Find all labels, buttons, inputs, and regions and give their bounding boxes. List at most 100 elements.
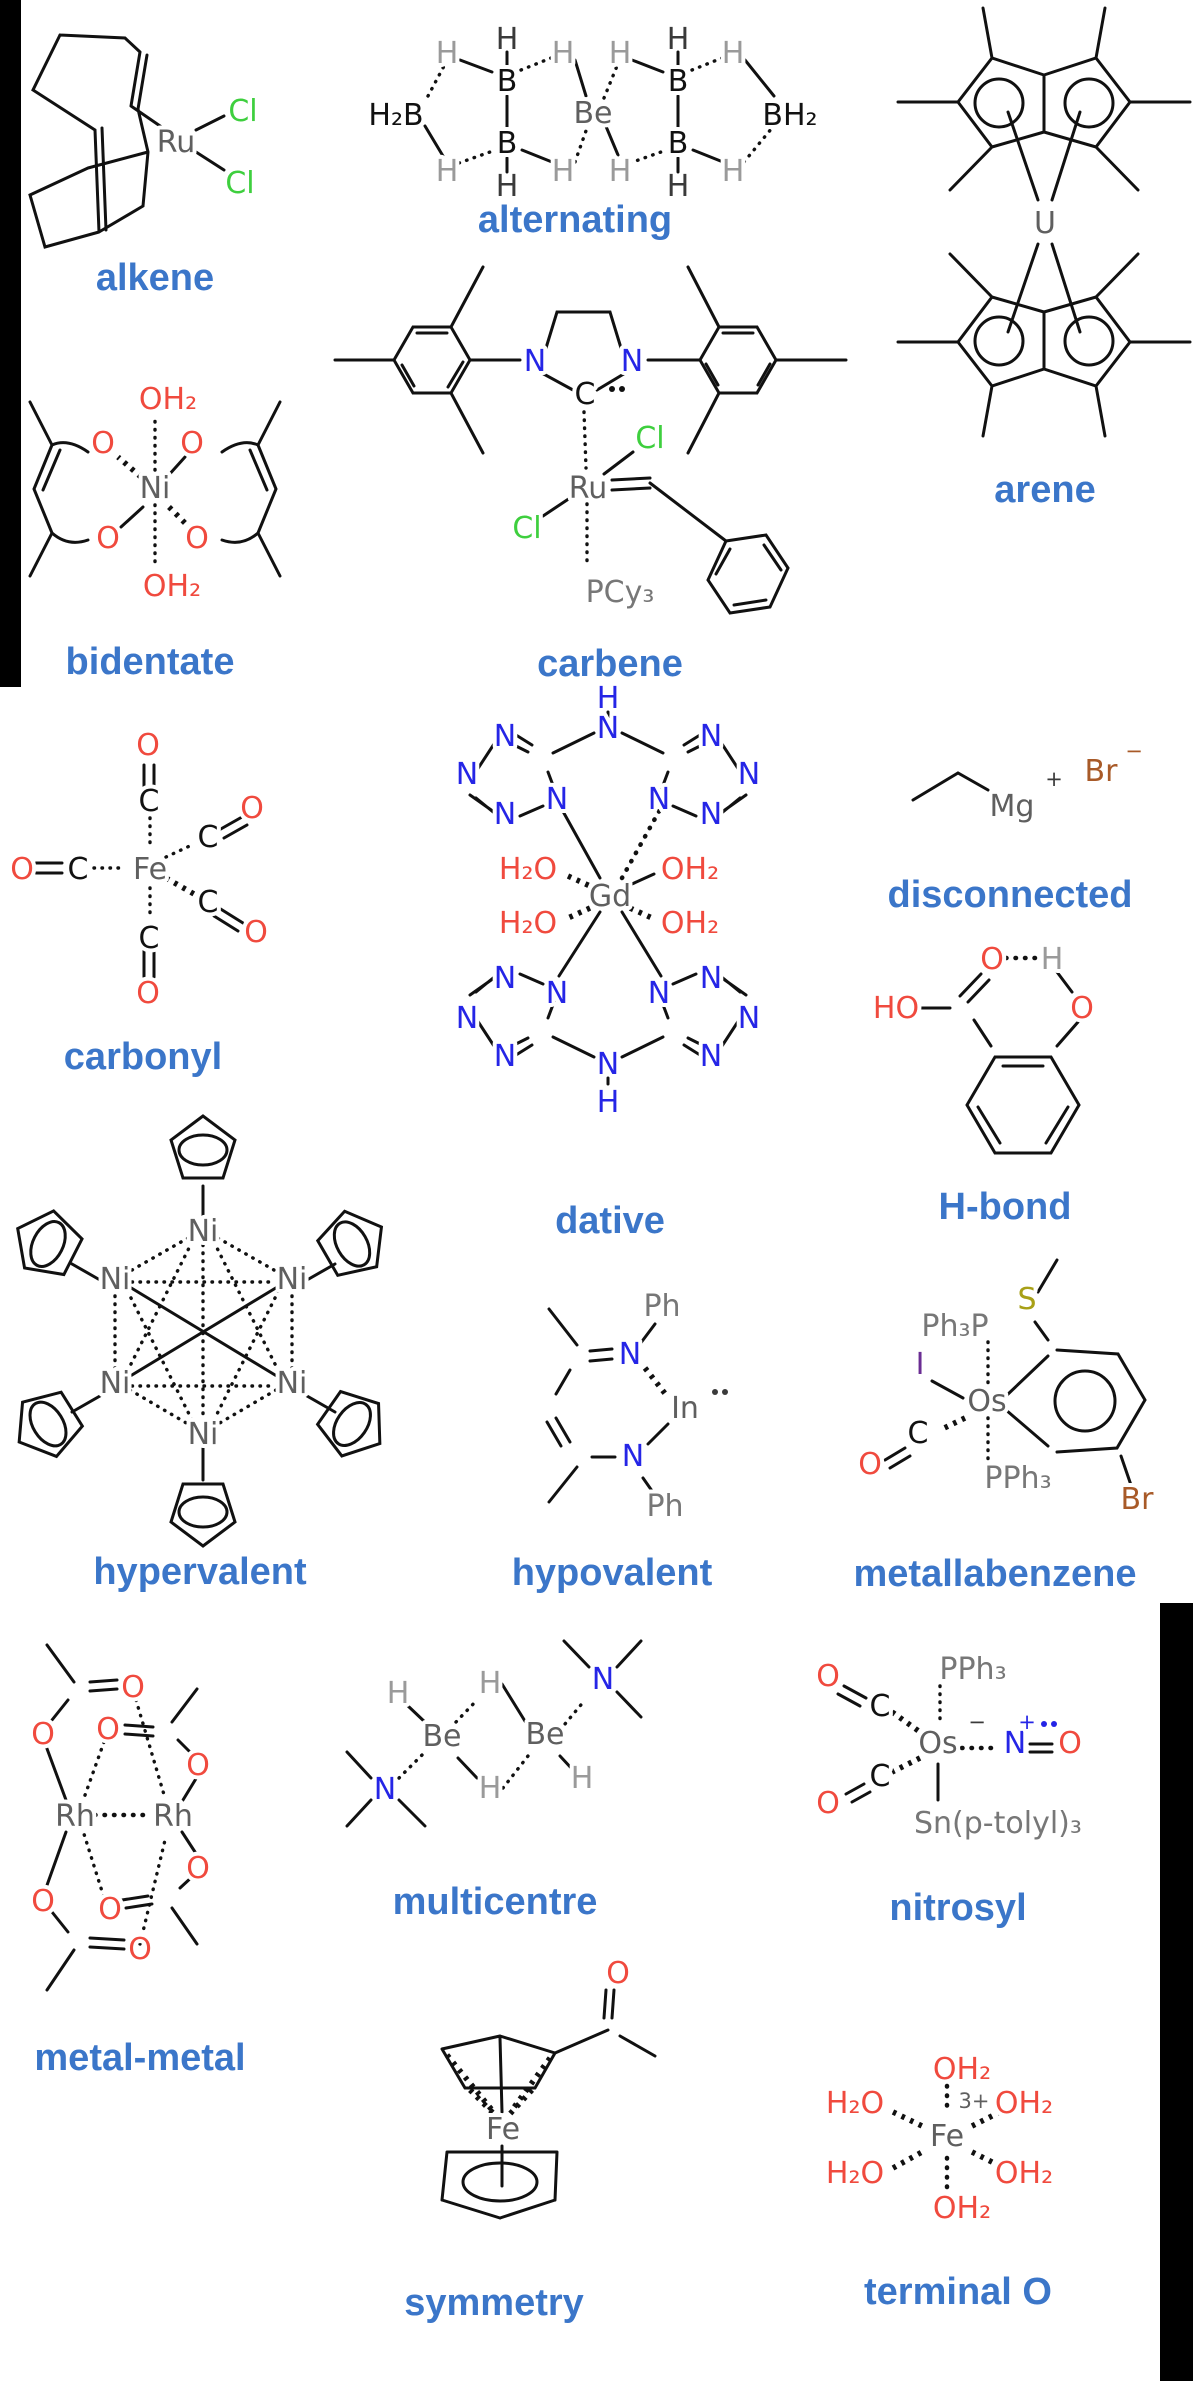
dative-top-left-tetrazole [468, 733, 559, 818]
atom-n: N [494, 797, 516, 832]
atom-n: N [700, 1039, 722, 1074]
carbonyl-hash-bond [164, 875, 196, 897]
atom-bh2: BH₂ [762, 98, 817, 133]
atom-h: H [609, 36, 632, 71]
aromatic-circle [973, 77, 1025, 129]
atom-h: H [667, 22, 690, 57]
panel-nitrosyl: O C PPh₃ Os − N + O C O Sn(p-tolyl)₃ nit… [812, 1648, 1086, 1929]
atom-o: O [98, 1892, 122, 1927]
panel-disconnected: Mg + Br − disconnected [888, 736, 1146, 916]
atom-o: O [858, 1447, 882, 1482]
disconnected-ethyl [911, 771, 990, 802]
atom-n: N [546, 976, 568, 1011]
atom-o: O [816, 1659, 840, 1694]
caption-bidentate: bidentate [66, 641, 235, 683]
panel-bidentate: OH₂ OH₂ O O O O Ni bidentate [28, 378, 282, 683]
atom-c: C [908, 1416, 929, 1451]
caption-carbene: carbene [537, 643, 683, 685]
atom-h: H [496, 169, 519, 204]
aromatic-circle [973, 315, 1025, 367]
atom-br: Br [1121, 1482, 1155, 1517]
dative-solid-bonds [551, 710, 665, 1086]
atom-n: N [648, 782, 670, 817]
atom-n: N [622, 1439, 644, 1474]
ligand-oh2: OH₂ [933, 2191, 991, 2226]
left-crop-bar [0, 0, 21, 687]
panel-hypervalent: Ni Ni Ni Ni Ni Ni hypervalent [16, 1114, 384, 1593]
carbene-phenyl [706, 533, 790, 615]
symmetry-hash-bonds [444, 2053, 553, 2118]
atom-h: H [597, 681, 620, 716]
group-pcy3: PCy₃ [586, 575, 655, 610]
atom-i: I [916, 1347, 925, 1382]
atom-n: N [597, 711, 619, 746]
atom-ni: Ni [100, 1262, 131, 1297]
atom-b: B [497, 64, 518, 99]
ligand-oh2: OH₂ [661, 852, 719, 887]
group-ho: HO [873, 991, 919, 1026]
group-pph3: PPh₃ [939, 1652, 1006, 1687]
atom-n: N [494, 719, 516, 754]
carbene-dotted-bonds [582, 410, 589, 564]
atom-o: O [816, 1786, 840, 1821]
atom-o: O [91, 426, 115, 461]
hypovalent-skeleton [545, 1307, 670, 1504]
lone-pair-dots [619, 386, 625, 392]
atom-o: O [96, 521, 120, 556]
hypervalent-cp-bonds [70, 1184, 337, 1482]
caption-hypervalent: hypervalent [93, 1551, 307, 1593]
dative-bottom-right-tetrazole [657, 972, 748, 1057]
atom-o: O [121, 1670, 145, 1705]
atom-os: Os [967, 1384, 1006, 1419]
atom-ni: Ni [277, 1262, 308, 1297]
atom-n: N [524, 344, 546, 379]
carbene-nhc-ring [538, 310, 702, 392]
aromatic-circle [1053, 1369, 1117, 1433]
aromatic-circle [1063, 315, 1115, 367]
atom-fe: Fe [930, 2119, 964, 2154]
atom-u: U [1034, 206, 1056, 241]
atom-o: O [185, 521, 209, 556]
alternating-dotted-bonds [426, 56, 774, 165]
atom-h: H [609, 154, 632, 189]
panel-alkene: Ru Cl Cl alkene [28, 33, 262, 299]
atom-rh: Rh [153, 1799, 193, 1834]
atom-o: O [240, 791, 264, 826]
symmetry-top-cp [440, 2034, 557, 2114]
atom-be: Be [525, 1717, 564, 1752]
atom-o: O [128, 1932, 152, 1967]
atom-gd: Gd [589, 879, 631, 914]
atom-c: C [870, 1689, 891, 1724]
atom-h: H [667, 169, 690, 204]
atom-o: O [980, 942, 1004, 977]
atom-h: H [552, 154, 575, 189]
group-ph: Ph [643, 1289, 680, 1324]
atom-ni: Ni [277, 1366, 308, 1401]
atom-oh2: OH₂ [139, 382, 197, 417]
panel-hypovalent: Ph N In N Ph hypovalent [512, 1285, 728, 1594]
atom-ni: Ni [140, 471, 171, 506]
panel-terminal-o: Fe 3+ OH₂ OH₂ H₂O OH₂ H₂O OH₂ terminal O [822, 2048, 1057, 2313]
atom-o: O [10, 852, 34, 887]
aromatic-circle [1063, 77, 1115, 129]
caption-hbond: H-bond [939, 1186, 1072, 1228]
caption-metallabenzene: metallabenzene [854, 1553, 1137, 1595]
hypovalent-hash-bond [642, 1366, 670, 1398]
atom-n: N [374, 1772, 396, 1807]
cp-ring [169, 1114, 237, 1180]
group-pph3: PPh₃ [984, 1461, 1051, 1496]
nitrosyl-double-bonds [836, 1684, 1054, 1804]
atom-c: C [575, 377, 596, 412]
arene-top-pentalene [896, 6, 1192, 192]
atom-ni: Ni [100, 1366, 131, 1401]
lone-pair-dots [722, 1389, 728, 1395]
group-ph3p: Ph₃P [921, 1309, 988, 1344]
metalmetal-acetates [44, 1643, 199, 1992]
lone-pair-dots [712, 1389, 718, 1395]
atom-o: O [31, 1884, 55, 1919]
panel-metallabenzene: Ph₃P S I Os C O PPh₃ Br metallabenzene [854, 1258, 1158, 1595]
atom-b: B [668, 126, 689, 161]
atom-n: N [700, 719, 722, 754]
hbond-skeleton [914, 970, 1080, 1048]
